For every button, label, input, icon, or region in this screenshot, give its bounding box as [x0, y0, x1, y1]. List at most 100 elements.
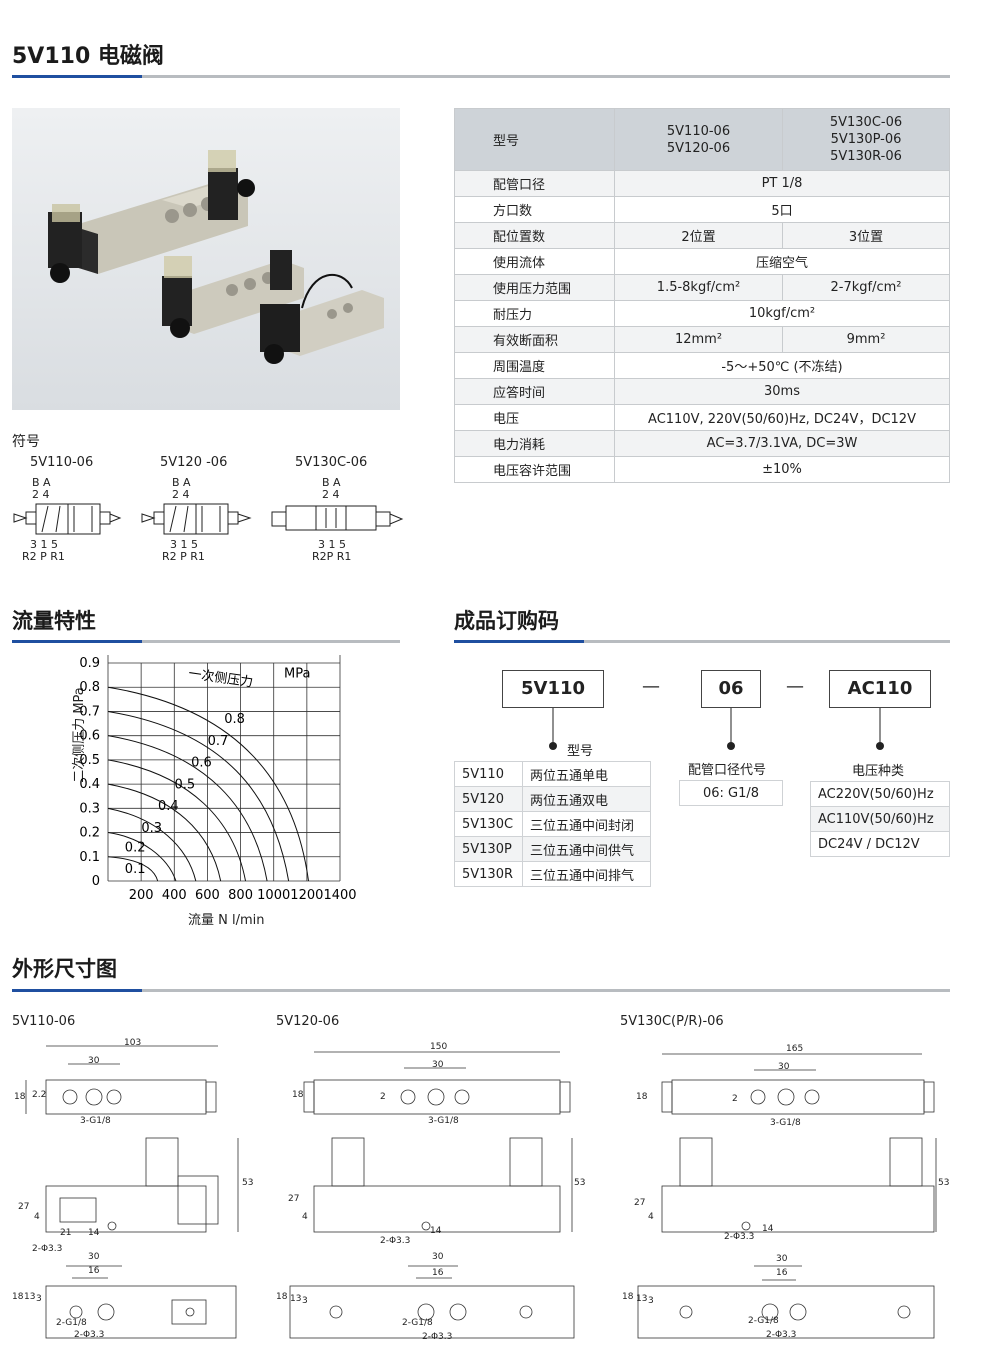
- model-code: 5V130P: [454, 836, 523, 862]
- dim-value: 16: [88, 1266, 100, 1276]
- y-tick-label: 0.7: [79, 704, 100, 719]
- flow-heading: 流量特性: [12, 609, 96, 633]
- caption-model: 型号: [567, 744, 594, 759]
- table-row: AC220V(50/60)Hz: [810, 781, 950, 807]
- table-row: AC110V(50/60)Hz: [810, 806, 950, 832]
- symbol-name: 5V110-06: [30, 455, 94, 470]
- annotation-label: 一次侧压力: [187, 666, 254, 691]
- model-code: 5V130C: [454, 811, 523, 837]
- header-model: 5V120-06: [666, 140, 731, 156]
- series-label: 0.8: [224, 712, 245, 727]
- dim-value: 27: [288, 1194, 300, 1204]
- symbol-port-label: 3 1 5: [170, 538, 198, 551]
- symbol-diagrams: B A 2 4 3 1 5 R2 P R1 B A 2 4 3 1 5 R2 P…: [12, 474, 412, 570]
- series-curve: [107, 735, 268, 882]
- spec-value: PT 1/8: [614, 170, 950, 197]
- spec-header-label: 型号: [454, 108, 615, 171]
- dim-value: 18: [622, 1292, 634, 1302]
- dim-value: 2-G1/8: [402, 1318, 433, 1328]
- dim-value: 3-G1/8: [770, 1118, 801, 1128]
- dim-value: 18: [12, 1292, 24, 1302]
- symbol-port-label: 2 4: [322, 488, 340, 501]
- spec-value: AC110V, 220V(50/60)Hz, DC24V，DC12V: [614, 404, 950, 431]
- dim-value: 18: [292, 1090, 304, 1100]
- y-tick-label: 0.4: [79, 777, 100, 792]
- spec-row: 使用流体压缩空气: [454, 248, 950, 275]
- dim-value: 3: [648, 1296, 654, 1306]
- series-label: 0.1: [125, 862, 146, 877]
- spec-label: 配管口径: [454, 170, 615, 197]
- symbol-port-label: B A: [322, 476, 341, 489]
- dim-value: 2-Φ3.3: [32, 1244, 63, 1254]
- spec-value: 1.5-8kgf/cm²: [614, 274, 783, 301]
- dim-value: 2-Φ3.3: [724, 1232, 755, 1242]
- x-tick-label: 200: [129, 888, 154, 903]
- x-tick-label: 1200: [290, 888, 323, 903]
- dim-value: 27: [634, 1198, 646, 1208]
- header-model: 5V130P-06: [830, 132, 902, 147]
- spec-value: 30ms: [614, 378, 950, 405]
- symbol-port-label: 2 4: [32, 488, 50, 501]
- code-box-port: 06: [701, 670, 761, 708]
- dim-value: 13: [636, 1294, 648, 1304]
- dim-value: 27: [18, 1202, 30, 1212]
- spec-header-col1: 5V110-06 5V120-06: [614, 108, 783, 171]
- page-title: 5V110 电磁阀: [12, 44, 164, 69]
- dim-value: 2-Φ3.3: [422, 1332, 453, 1342]
- dim-value: 2-G1/8: [748, 1316, 779, 1326]
- order-connectors: [549, 708, 884, 750]
- dim-value: 30: [432, 1060, 444, 1070]
- dimension-drawing-icon: [637, 1053, 937, 1339]
- spec-value: 2位置: [614, 222, 783, 249]
- y-tick-label: 0.9: [79, 656, 100, 671]
- spec-value: ±10%: [614, 456, 950, 483]
- series-curve: [107, 710, 290, 882]
- table-row: DC24V / DC12V: [810, 831, 950, 857]
- symbol-port-label: R2P R1: [312, 550, 352, 563]
- series-label: 0.3: [141, 821, 162, 836]
- dim-value: 30: [88, 1252, 100, 1262]
- chart-xlabel: 流量 N l/min: [188, 913, 265, 928]
- spec-value: 12mm²: [614, 326, 783, 353]
- spec-value: 10kgf/cm²: [614, 300, 950, 327]
- product-photo: [12, 108, 400, 410]
- voltage-table: AC220V(50/60)Hz AC110V(50/60)Hz DC24V / …: [810, 781, 950, 857]
- y-tick-label: 0.6: [79, 729, 100, 744]
- series-curve: [107, 686, 310, 882]
- series-curve: [107, 807, 197, 882]
- spec-label: 有效断面积: [454, 326, 615, 353]
- dims-heading: 外形尺寸图: [12, 957, 117, 981]
- dim-value: 3-G1/8: [428, 1116, 459, 1126]
- dim-name: 5V120-06: [276, 1014, 340, 1029]
- dim-value: 30: [88, 1056, 100, 1066]
- unit-label: MPa: [284, 667, 310, 682]
- spec-label: 应答时间: [454, 378, 615, 405]
- series-curve: [107, 832, 177, 882]
- dim-value: 4: [648, 1212, 654, 1222]
- series-curve: [107, 856, 159, 882]
- dim-value: 165: [786, 1044, 804, 1054]
- x-tick-label: 1000: [257, 888, 290, 903]
- code-dash: —: [642, 676, 660, 697]
- spec-header-row: 型号 5V110-06 5V120-06 5V130C-06 5V130P-06…: [454, 108, 950, 171]
- dim-value: 2-G1/8: [56, 1318, 87, 1328]
- spec-label: 使用流体: [454, 248, 615, 275]
- model-desc: 三位五通中间供气: [522, 836, 651, 862]
- voltage-option: AC220V(50/60)Hz: [810, 781, 950, 807]
- symbol-name: 5V130C-06: [295, 455, 368, 470]
- dim-value: 14: [430, 1226, 442, 1236]
- dim-value: 16: [776, 1268, 788, 1278]
- symbol-port-label: 3 1 5: [30, 538, 58, 551]
- symbol-port-label: B A: [172, 476, 191, 489]
- x-tick-label: 800: [228, 888, 253, 903]
- spec-label: 配位置数: [454, 222, 615, 249]
- code-dash: —: [786, 676, 804, 697]
